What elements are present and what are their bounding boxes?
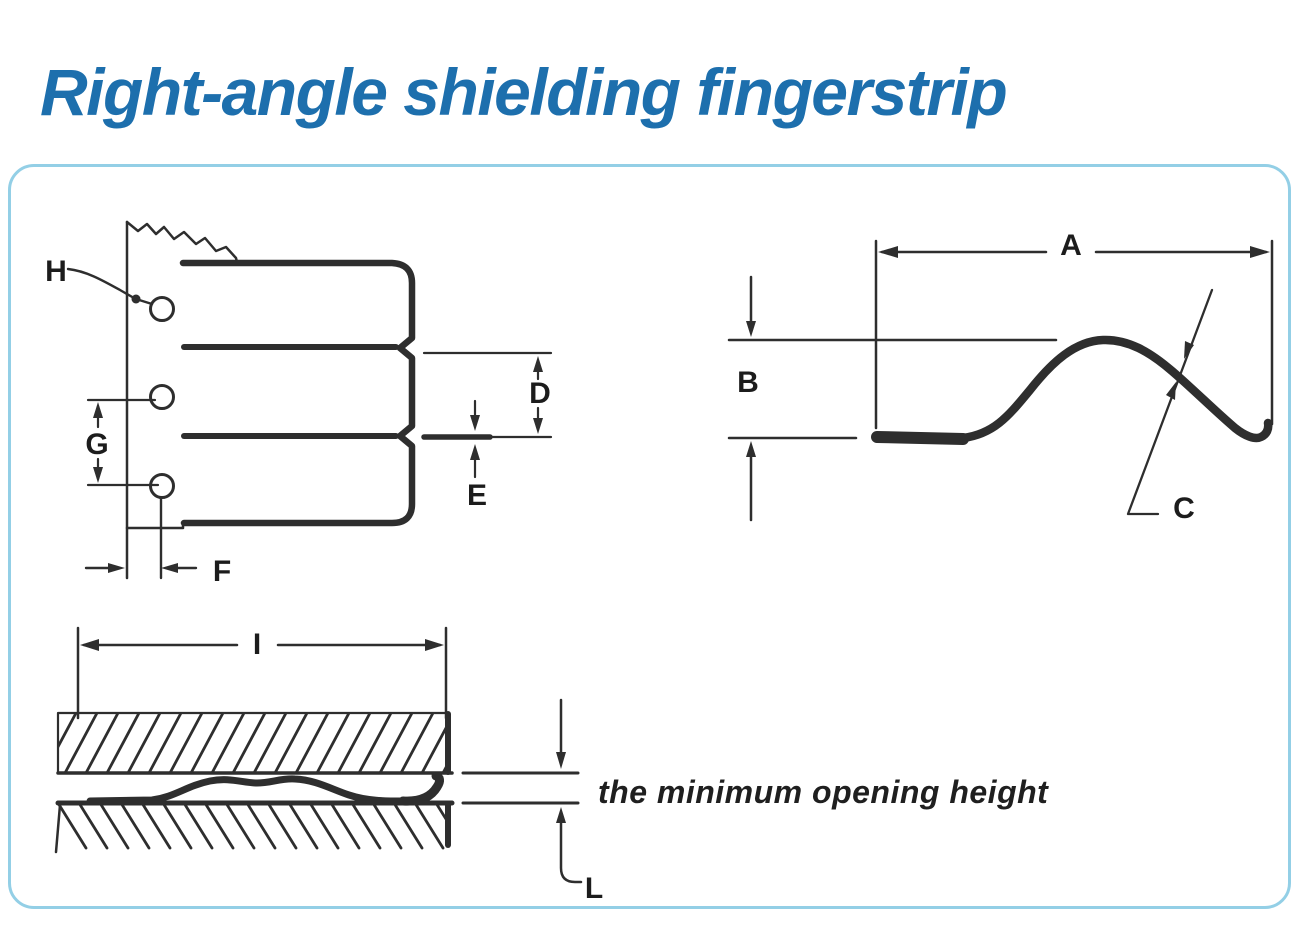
top-plate-outline	[56, 711, 450, 775]
dim-l-ref-lines	[461, 771, 580, 805]
dim-c-arrow-lower	[1166, 382, 1176, 400]
label-F: F	[213, 555, 231, 588]
diagram-panel	[8, 164, 1291, 909]
dim-b-arrow-up	[746, 441, 756, 457]
dim-i-arrow-right	[425, 639, 444, 651]
dim-a-arrow-right	[1250, 246, 1270, 258]
label-A: A	[1060, 229, 1082, 262]
finger-outline	[179, 259, 416, 527]
caption-min-opening-height: the minimum opening height	[598, 774, 1049, 810]
page-title: Right-angle shielding fingerstrip	[40, 55, 1008, 129]
dim-e-arrow-down	[470, 415, 480, 431]
label-C: C	[1173, 492, 1195, 525]
dim-b-arrow-down	[746, 321, 756, 337]
label-B: B	[737, 366, 759, 399]
dim-g-arrow-up	[93, 402, 103, 418]
dim-l-arrow-bottom-line	[559, 821, 583, 884]
dim-c-arrow-upper	[1184, 341, 1194, 359]
compressed-finger-hook	[398, 771, 444, 806]
front-view-drawing: H G D E F	[45, 220, 553, 588]
dim-e-arrow-up	[470, 444, 480, 460]
label-H: H	[45, 255, 67, 288]
dim-g-ref-lines	[86, 398, 160, 487]
profile-view-drawing: A B C	[727, 229, 1274, 525]
label-I: I	[253, 628, 261, 661]
dim-f-arrow-left	[161, 563, 178, 573]
dim-c-leader	[1126, 288, 1214, 516]
dim-f-lines	[84, 496, 198, 580]
label-D: D	[529, 377, 551, 410]
mounting-hole-top	[149, 296, 175, 322]
mounting-hole-middle	[149, 384, 175, 410]
dim-l-arrow-up	[556, 807, 566, 823]
compressed-finger	[86, 775, 407, 805]
finger-profile-foot	[871, 431, 969, 445]
dim-l-arrow-down	[556, 752, 566, 769]
dim-g-arrow-down	[93, 467, 103, 483]
label-L: L	[585, 872, 603, 905]
dim-h-leader-dot	[131, 294, 141, 304]
label-G: G	[85, 428, 108, 461]
torn-edge	[125, 220, 239, 264]
dim-d-arrow-down	[533, 418, 543, 434]
label-E: E	[467, 479, 487, 512]
installed-view-drawing: I L	[54, 626, 603, 905]
strip-bottom-edge	[125, 522, 185, 530]
dim-a-arrow-left	[878, 246, 898, 258]
dim-i-ext-lines	[76, 626, 448, 720]
dim-i-arrow-left	[80, 639, 99, 651]
dim-d-arrow-up	[533, 356, 543, 372]
top-plate-hatching	[58, 712, 449, 774]
bottom-plate-hatching	[57, 803, 449, 850]
bottom-plate-corner-tail	[54, 803, 62, 854]
finger-profile-curve	[958, 335, 1273, 443]
dim-f-arrow-right	[108, 563, 125, 573]
